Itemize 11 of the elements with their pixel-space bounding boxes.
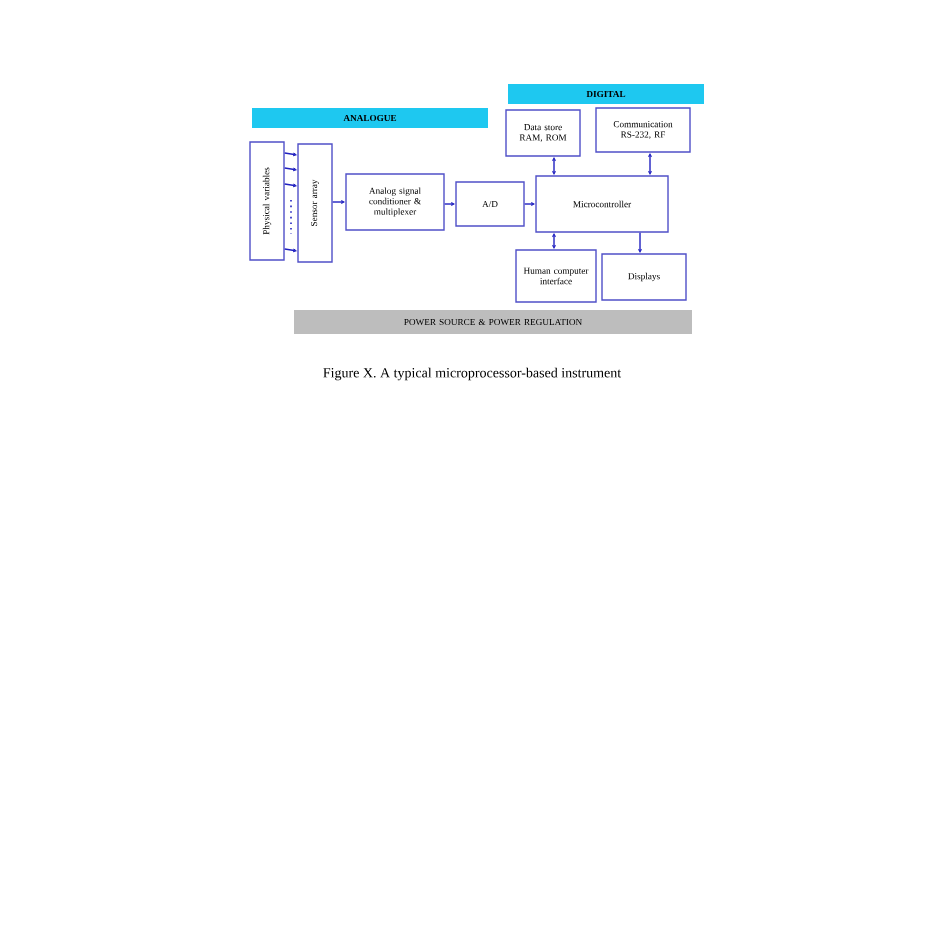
arrow [524,202,535,206]
arrow [648,153,652,175]
arrow [444,202,455,206]
arrow [284,183,297,188]
arrow [284,152,297,157]
arrow [332,200,345,204]
arrow [552,233,556,249]
arrow [284,248,297,253]
arrow [552,157,556,175]
arrow [638,232,642,253]
arrow [284,167,297,172]
